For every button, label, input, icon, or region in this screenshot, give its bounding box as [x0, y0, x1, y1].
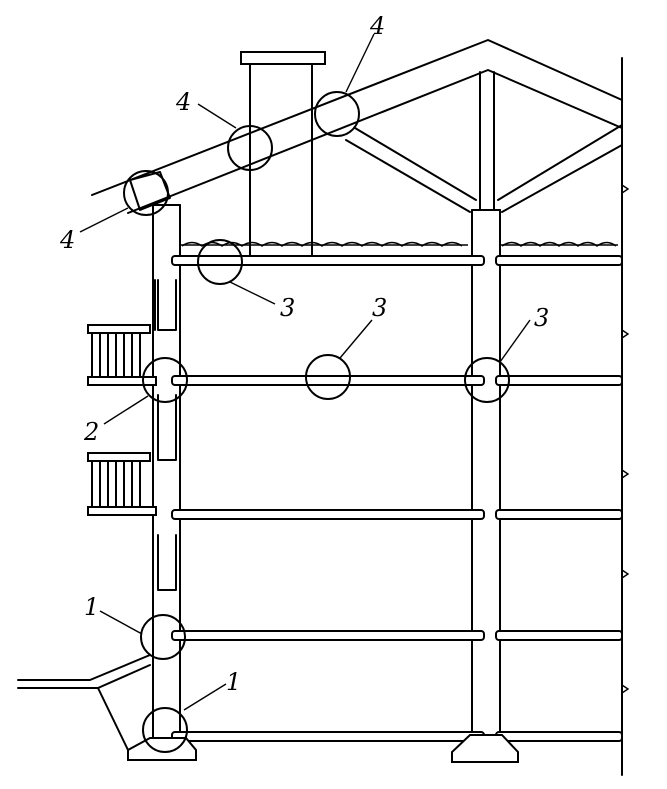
node-circle-3-column: [464, 357, 510, 403]
node-circle-1-base: [142, 707, 188, 753]
balcony-upper: [87, 324, 157, 386]
node-circle-3-span: [305, 354, 351, 400]
foundation-wall: [127, 737, 197, 761]
roof-truss: [345, 71, 623, 213]
right-break-line: [621, 57, 630, 776]
label-1-base: 1: [226, 668, 241, 696]
node-circle-2-wall: [142, 357, 188, 403]
label-4-ridge: 4: [369, 12, 385, 40]
ground-entrance: [17, 654, 151, 751]
node-circle-4-chimney: [227, 125, 273, 171]
foundation-column: [451, 734, 519, 763]
chimney: [240, 51, 326, 256]
leader-lines: [79, 33, 531, 711]
roof: [91, 39, 623, 214]
label-4-chimney: 4: [175, 88, 191, 116]
attic-insulation: [180, 241, 618, 247]
label-4-eave: 4: [59, 226, 75, 254]
label-3-column: 3: [534, 304, 549, 332]
label-2-wall: 2: [83, 418, 99, 446]
node-circle-4-ridge: [314, 91, 360, 137]
node-circle-1-wall: [140, 614, 186, 660]
interior-column: [471, 209, 501, 736]
label-3-span: 3: [372, 294, 387, 322]
label-1-wall: 1: [84, 593, 99, 621]
exterior-wall: [152, 204, 181, 741]
node-circle-3-attic: [197, 239, 243, 285]
node-circle-4-eave: [123, 170, 169, 216]
balcony-lower: [87, 452, 157, 516]
label-3-attic: 3: [280, 294, 295, 322]
floor-slabs: [171, 255, 623, 742]
